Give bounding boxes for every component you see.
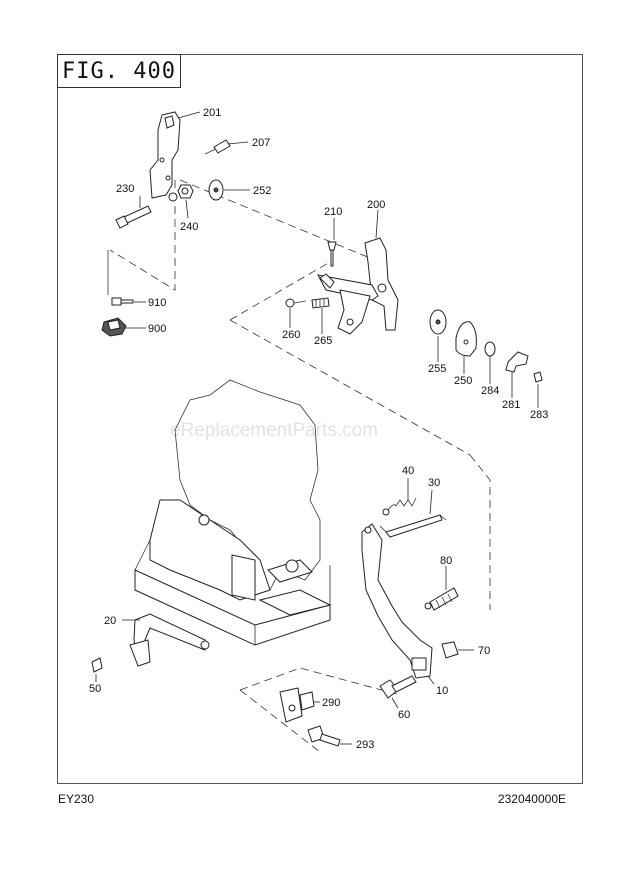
callout-281: 281 — [502, 399, 520, 411]
callout-260: 260 — [282, 329, 300, 341]
engine-block-outline — [134, 379, 332, 646]
callout-201: 201 — [203, 107, 221, 119]
figure-label: FIG. 400 — [57, 54, 181, 88]
part-290-bracket — [279, 687, 315, 723]
part-910-screw — [111, 297, 134, 306]
callout-10: 10 — [436, 685, 448, 697]
watermark: eReplacementParts.com — [170, 420, 378, 441]
callout-40: 40 — [402, 465, 414, 477]
part-284-washer — [484, 341, 496, 357]
part-252-washer — [208, 179, 224, 201]
part-260-screw — [285, 298, 307, 308]
part-10-control-lever — [361, 523, 433, 679]
callout-30: 30 — [428, 477, 440, 489]
callout-230: 230 — [116, 183, 134, 195]
part-60-bolt — [379, 675, 417, 699]
callout-252: 252 — [253, 185, 271, 197]
part-293-bolt — [307, 725, 341, 747]
callout-labels: 201 207 230 252 240 210 200 910 900 260 … — [89, 107, 548, 751]
part-207-screw — [204, 139, 231, 155]
callout-293: 293 — [356, 739, 374, 751]
callout-910: 910 — [148, 297, 166, 309]
callout-20: 20 — [104, 615, 116, 627]
part-40-spring — [382, 497, 417, 516]
part-255-washer — [429, 309, 447, 335]
callout-200: 200 — [367, 199, 385, 211]
part-70-nut — [441, 641, 459, 659]
part-281-knob — [505, 351, 529, 373]
callout-284: 284 — [481, 385, 499, 397]
callout-250: 250 — [454, 375, 472, 387]
part-210-screw — [327, 241, 337, 267]
part-230-bolt — [115, 205, 152, 229]
callout-207: 207 — [252, 137, 270, 149]
part-20-shaft — [129, 613, 210, 667]
callout-70: 70 — [478, 645, 490, 657]
part-250-plate — [455, 321, 477, 357]
callout-255: 255 — [428, 363, 446, 375]
part-283-clip — [533, 371, 543, 383]
assembly-guide-lines — [107, 179, 491, 753]
part-200-lever-assembly — [317, 237, 399, 335]
callout-50: 50 — [89, 683, 101, 695]
model-number: EY230 — [58, 792, 95, 806]
callout-265: 265 — [314, 335, 332, 347]
callout-240: 240 — [180, 221, 198, 233]
callout-283: 283 — [530, 409, 548, 421]
callout-290: 290 — [322, 697, 340, 709]
part-900-clip — [101, 317, 127, 337]
callout-80: 80 — [440, 555, 452, 567]
drawing-part-number: 232040000E — [497, 792, 566, 806]
part-230-washer — [168, 192, 178, 202]
diagram-frame — [57, 54, 583, 784]
part-50-clip — [91, 657, 103, 673]
callout-60: 60 — [398, 709, 410, 721]
part-265-spring — [311, 297, 330, 309]
callout-leaders — [95, 111, 539, 745]
part-240-nut — [177, 184, 194, 199]
callout-900: 900 — [148, 323, 166, 335]
callout-210: 210 — [324, 206, 342, 218]
part-30-rod — [379, 514, 447, 538]
part-201-bracket — [149, 111, 181, 199]
part-80-spring — [424, 587, 459, 611]
